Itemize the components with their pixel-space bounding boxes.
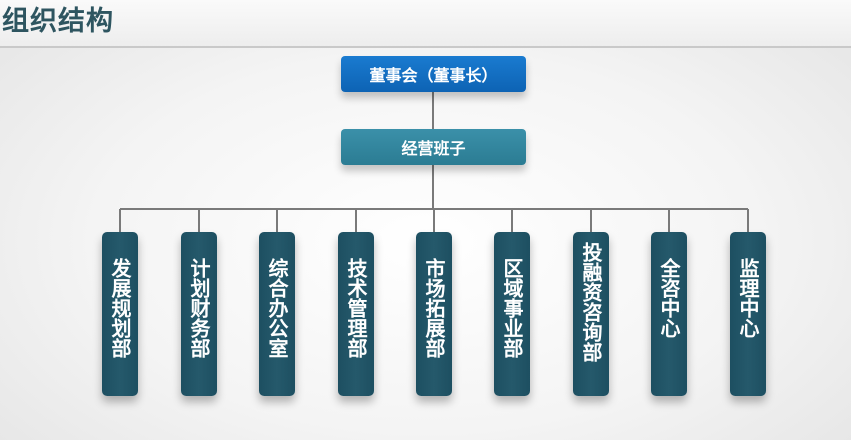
management-label: 经营班子 [401,139,466,158]
dept-label: 发展规划部 [108,258,132,358]
dept-label: 技术管理部 [344,258,368,358]
board-label: 董事会（董事长） [369,66,498,85]
header-divider [0,46,851,48]
header-bar [0,0,851,47]
dept-box: 市场拓展部 [416,232,452,396]
management-box: 经营班子 [341,129,526,165]
dept-box: 计划财务部 [181,232,217,396]
dept-box: 全咨中心 [651,232,687,396]
dept-label: 市场拓展部 [422,258,446,358]
board-box: 董事会（董事长） [341,56,526,92]
dept-label: 投融资咨询部 [579,242,603,362]
dept-label: 监理中心 [736,258,760,338]
dept-box: 技术管理部 [338,232,374,396]
dept-label: 计划财务部 [187,258,211,358]
dept-box: 区域事业部 [494,232,530,396]
page-title: 组织结构 [2,6,114,37]
dept-label: 综合办公室 [265,258,289,358]
dept-label: 全咨中心 [657,258,681,338]
dept-box: 发展规划部 [102,232,138,396]
dept-label: 区域事业部 [500,258,524,358]
dept-box: 监理中心 [730,232,766,396]
dept-box: 投融资咨询部 [573,232,609,396]
connector-drops [119,209,749,232]
dept-box: 综合办公室 [259,232,295,396]
